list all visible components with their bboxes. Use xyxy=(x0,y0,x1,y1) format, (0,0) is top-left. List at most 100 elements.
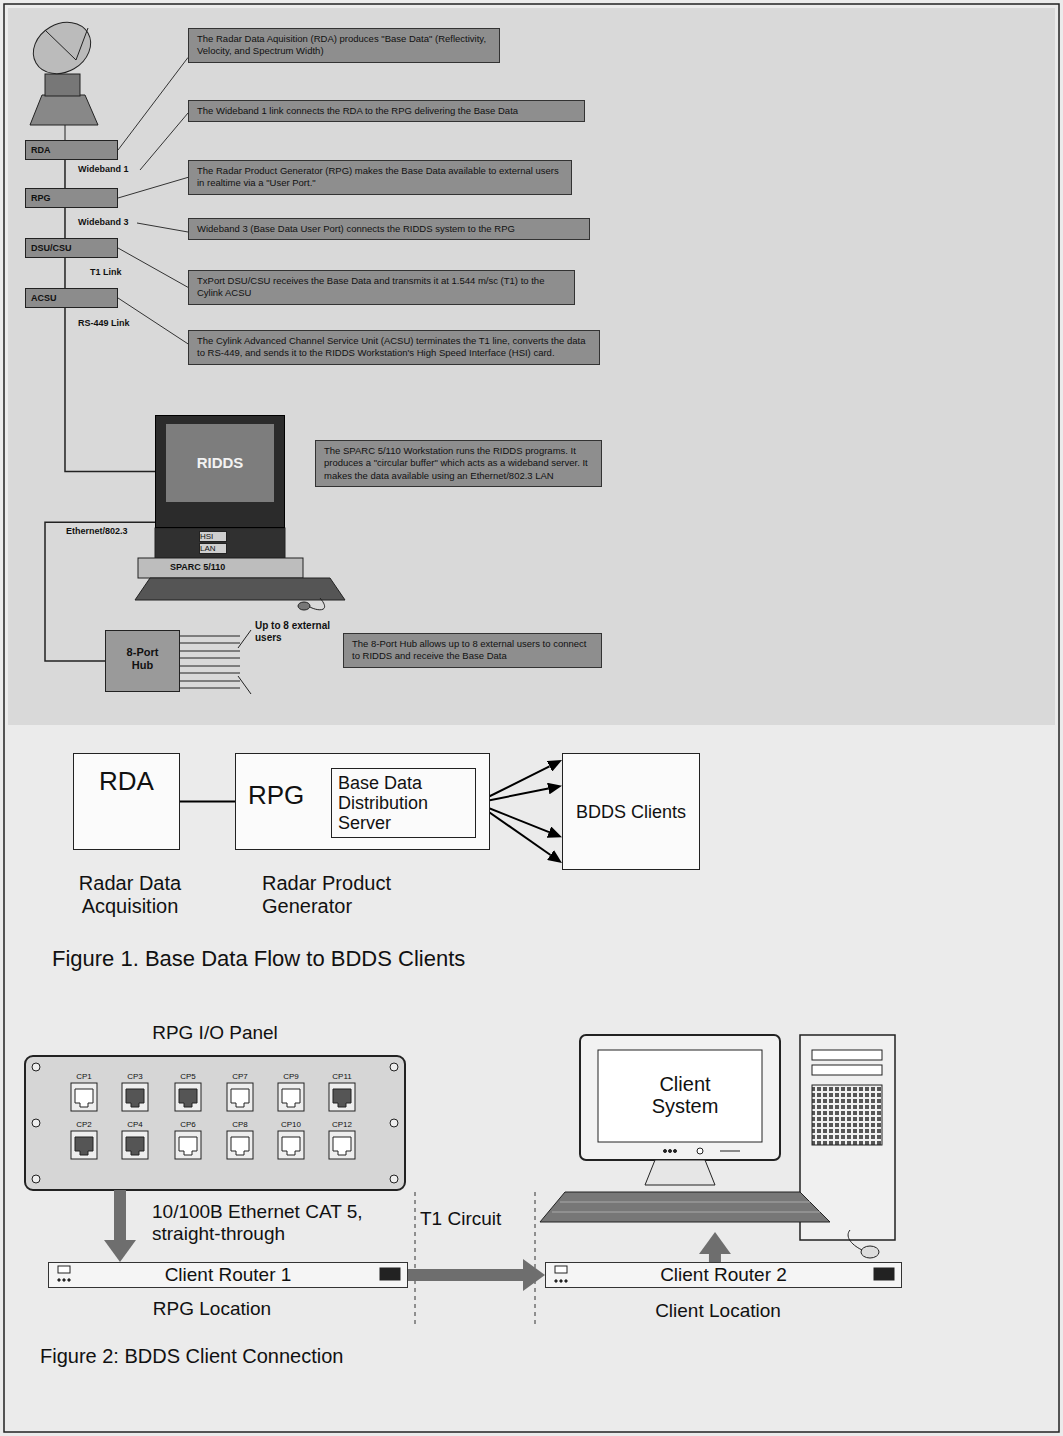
process-box: RDA xyxy=(73,753,180,850)
hub-ports-part xyxy=(180,643,240,644)
io-panel-part xyxy=(122,1131,148,1159)
client-computer-part xyxy=(540,1192,830,1222)
radar-dish xyxy=(24,12,100,140)
node-text: RPG xyxy=(31,192,112,204)
node-text: RIDDS xyxy=(166,424,274,502)
node-text: The SPARC 5/110 Workstation runs the RID… xyxy=(324,445,593,482)
client-computer-part xyxy=(669,1150,672,1153)
router-body-part xyxy=(58,1279,60,1281)
router-body-part xyxy=(58,1266,70,1273)
port-label: CP11 xyxy=(327,1072,357,1081)
node-text: RPG I/O Panel xyxy=(25,1022,405,1044)
io-panel-part xyxy=(227,1131,253,1159)
port-label: CP4 xyxy=(120,1120,150,1129)
port-label: CP5 xyxy=(173,1072,203,1081)
hub-ports-part xyxy=(180,636,240,637)
router-body xyxy=(48,1262,902,1288)
box-caption: Radar Data Acquisition xyxy=(50,872,210,918)
client-computer-part xyxy=(697,1148,703,1154)
location-label: RPG Location xyxy=(112,1298,312,1320)
edge-label: Wideband 3 xyxy=(78,217,148,227)
node-text: The Cylink Advanced Channel Service Unit… xyxy=(197,335,591,360)
hub-ports-part xyxy=(180,681,240,682)
io-panel-part xyxy=(227,1083,253,1111)
workstation-part xyxy=(298,602,310,610)
router-body-part xyxy=(380,1268,400,1280)
node-text: 8-Port Hub xyxy=(118,646,167,672)
io-panel-part xyxy=(25,1056,405,1190)
node-text: Client Router 2 xyxy=(546,1263,901,1287)
node-text: RDA xyxy=(74,766,179,797)
node-text: BDDS Clients xyxy=(563,802,699,823)
io-panel-part xyxy=(32,1063,398,1183)
radar-dish-part xyxy=(45,74,80,96)
io-panel-part-part xyxy=(32,1063,40,1071)
client-computer-part xyxy=(580,1035,780,1160)
client-computer xyxy=(540,1035,895,1258)
io-panel-part xyxy=(175,1131,201,1159)
io-panel-part xyxy=(278,1131,304,1159)
link-line xyxy=(65,308,155,472)
router-body-part xyxy=(555,1266,567,1273)
box-caption: Radar Product Generator xyxy=(262,872,412,918)
figure-caption: Figure 1. Base Data Flow to BDDS Clients xyxy=(52,946,672,971)
router-body-part xyxy=(68,1279,70,1281)
client-computer-part xyxy=(812,1065,882,1075)
location-divider-part xyxy=(415,1192,416,1325)
port-label: CP7 xyxy=(225,1072,255,1081)
io-panel-part-part xyxy=(390,1119,398,1127)
client-computer-part xyxy=(645,1160,715,1185)
client-computer-part xyxy=(861,1246,879,1258)
node-text: The 8-Port Hub allows up to 8 external u… xyxy=(352,638,593,663)
location-divider-part xyxy=(535,1192,536,1325)
leader-line xyxy=(137,113,188,232)
hub-ports xyxy=(180,630,251,694)
io-panel-part xyxy=(329,1131,355,1159)
edge-label: 10/100B Ethernet CAT 5, straight-through xyxy=(152,1201,410,1245)
node-text: The Radar Product Generator (RPG) makes … xyxy=(197,165,563,190)
node-text: The Radar Data Aquisition (RDA) produces… xyxy=(197,33,491,58)
flow-arrow xyxy=(114,1190,126,1240)
figure-caption: Figure 2: BDDS Client Connection xyxy=(40,1345,660,1368)
callout-box: The 8-Port Hub allows up to 8 external u… xyxy=(343,633,602,668)
io-panel-part xyxy=(329,1083,355,1111)
io-panel-part xyxy=(175,1083,201,1111)
radar-dish-part xyxy=(45,28,88,60)
io-panel-part-part xyxy=(32,1175,40,1183)
flow-arrow xyxy=(709,1254,721,1262)
link-line xyxy=(64,160,66,188)
hub-ports-part xyxy=(180,666,240,667)
io-panel xyxy=(25,1056,405,1190)
page-ground-part xyxy=(4,4,1059,1432)
edge-label: T1 Link xyxy=(90,267,150,277)
port-label: CP10 xyxy=(276,1120,306,1129)
hub-ports-part xyxy=(180,658,240,659)
node-text: Client Router 1 xyxy=(49,1263,407,1287)
location-label: Client Location xyxy=(618,1300,818,1322)
router-body-part xyxy=(48,1262,408,1288)
workstation xyxy=(135,528,345,610)
router-body-part xyxy=(565,1280,567,1282)
page-ground-part xyxy=(8,8,1055,725)
callout-box: The Cylink Advanced Channel Service Unit… xyxy=(188,330,600,365)
io-panel-part xyxy=(122,1083,148,1111)
edge-label: Ethernet/802.3 xyxy=(66,526,154,536)
client-computer-part xyxy=(674,1150,677,1153)
io-panel-part xyxy=(71,1083,97,1111)
io-panel-part xyxy=(278,1083,304,1111)
radar-dish-part xyxy=(24,12,100,84)
io-panel-part xyxy=(71,1131,97,1159)
flow-arrow xyxy=(408,1269,523,1281)
callout-box: TxPort DSU/CSU receives the Base Data an… xyxy=(188,270,575,305)
node-text: RDA xyxy=(31,144,112,156)
io-panel-part-part xyxy=(390,1063,398,1071)
port-label: CP12 xyxy=(327,1120,357,1129)
callout-box: The Radar Product Generator (RPG) makes … xyxy=(188,160,572,195)
client-computer-part xyxy=(720,1151,740,1152)
callout-box: The Radar Data Aquisition (RDA) produces… xyxy=(188,28,500,63)
workstation-part xyxy=(135,578,345,600)
node-text: Base Data Distribution Server xyxy=(338,773,469,833)
client-computer-part xyxy=(812,1085,882,1145)
port-label: CP1 xyxy=(69,1072,99,1081)
